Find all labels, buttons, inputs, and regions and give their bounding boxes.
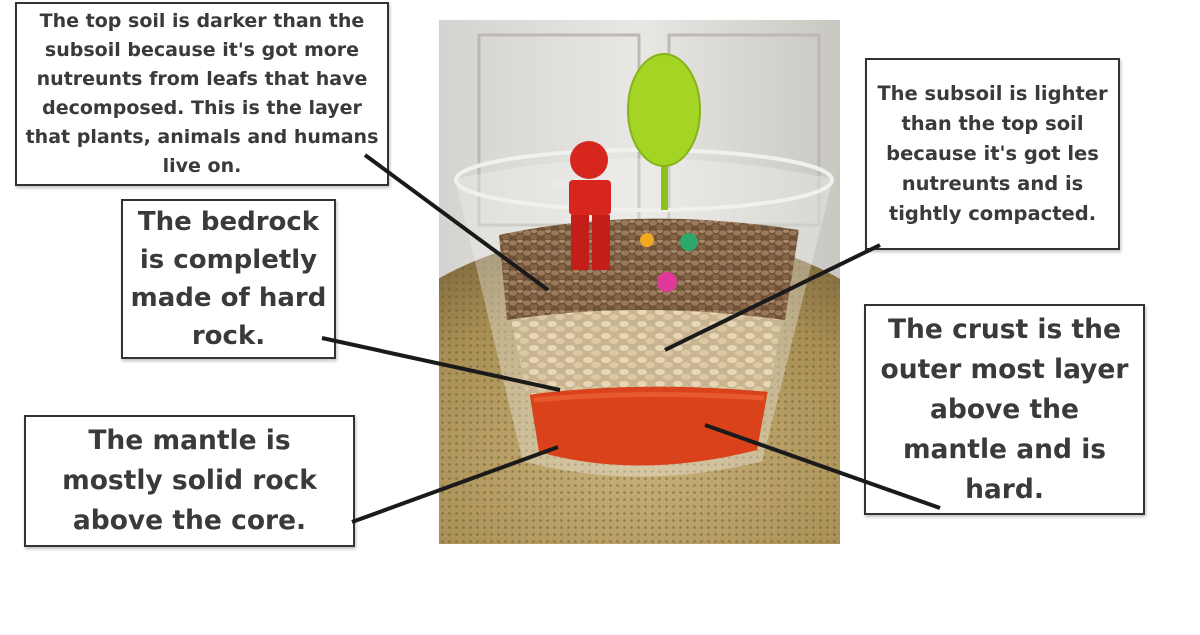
mantle-label: The mantle is mostly solid rock above th… [24, 415, 355, 547]
glass-diagram-illustration [439, 20, 840, 544]
bedrock-label: The bedrock is completly made of hard ro… [121, 199, 336, 359]
topsoil-label: The top soil is darker than the subsoil … [15, 2, 389, 186]
bedrock-label-text: The bedrock is completly made of hard ro… [130, 207, 327, 351]
topsoil-label-text: The top soil is darker than the subsoil … [25, 10, 379, 177]
mantle-label-text: The mantle is mostly solid rock above th… [62, 425, 317, 536]
subsoil-label: The subsoil is lighter than the top soil… [865, 58, 1120, 250]
soil-layers-photo [439, 20, 840, 544]
subsoil-label-text: The subsoil is lighter than the top soil… [877, 82, 1108, 225]
crust-label-text: The crust is the outer most layer above … [880, 313, 1129, 505]
crust-label: The crust is the outer most layer above … [864, 304, 1145, 515]
